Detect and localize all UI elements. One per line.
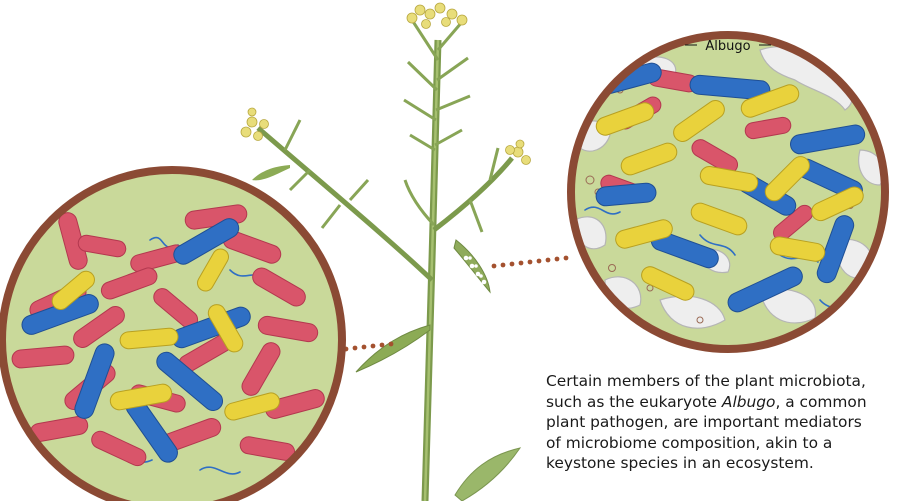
- caption-line-5: keystone species in an ecosystem.: [546, 453, 899, 474]
- connector-dots-right: [492, 256, 569, 269]
- albugo-label: Albugo: [705, 39, 750, 54]
- caption-albugo-italic: Albugo: [722, 393, 776, 411]
- figure-caption: Certain members of the plant microbiota,…: [546, 371, 899, 474]
- caption-line-4: of microbiome composition, akin to a: [546, 433, 899, 454]
- healthy-microbiome-circle: [2, 170, 342, 501]
- caption-line-2: such as the eukaryote Albugo, a common: [546, 392, 899, 413]
- caption-line-3: plant pathogen, are important mediators: [546, 412, 899, 433]
- albugo-microbiome-circle: Albugo: [571, 34, 885, 349]
- caption-line-1: Certain members of the plant microbiota,: [546, 371, 899, 392]
